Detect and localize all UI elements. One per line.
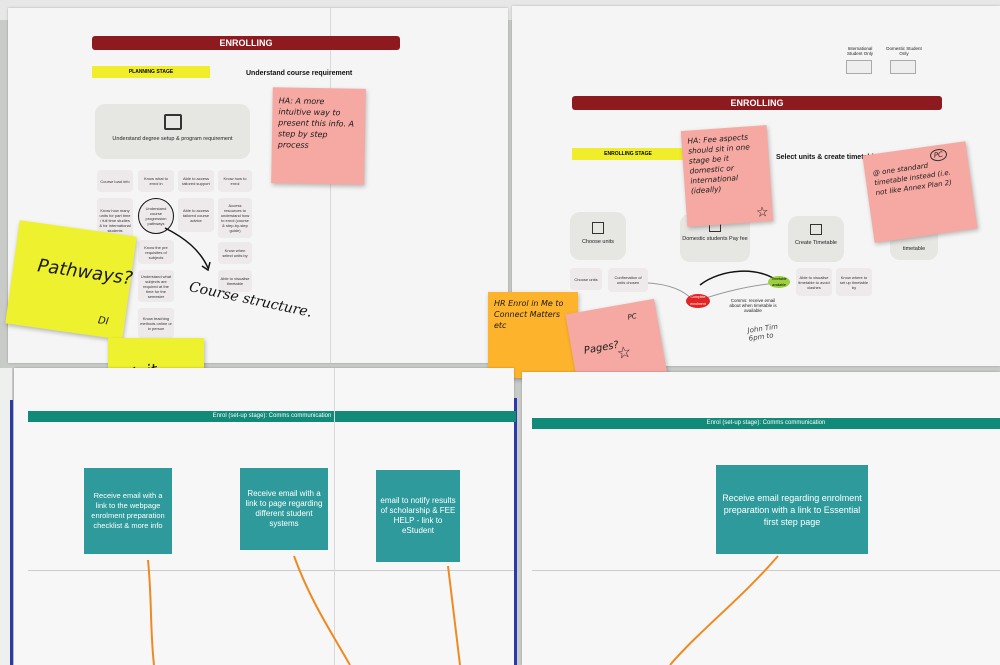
- left-comms-bar: Enrol (set-up stage): Comms communicatio…: [28, 411, 516, 422]
- comms-box-scholarship: email to notify results of scholarship &…: [376, 470, 460, 562]
- choose-units-card: Choose units: [570, 212, 626, 260]
- create-timetable-card: Create Timetable: [788, 216, 844, 262]
- card-tailored-support: Able to access tailored support: [178, 170, 214, 192]
- enrolling-stage-pill: ENROLLING STAGE: [572, 148, 684, 160]
- connect-matters-text: HR Enrol in Me to Connect Matters etc: [494, 299, 564, 330]
- card-access-resources: Access resources to understand how to en…: [218, 198, 252, 238]
- understand-course-requirement: Understand course requirement: [246, 70, 353, 77]
- card-course-load: Course load info: [97, 170, 133, 192]
- left-enrolling-header: ENROLLING: [92, 36, 400, 50]
- card-confirmation-units: Confirmation of units chosen: [608, 268, 648, 292]
- blue-marker-line-left: [10, 400, 13, 665]
- card-choose-units: Choose units: [570, 268, 602, 290]
- comms-receive-email-note: Comms: receive email about when timetabl…: [729, 298, 777, 313]
- bottom-seam: [334, 368, 335, 665]
- card-know-what-to-enrol: Know what to enrol in: [138, 170, 174, 192]
- comms-box-essential-first-step: Receive email regarding enrolment prepar…: [716, 465, 868, 554]
- choose-units-label: Choose units: [581, 239, 615, 245]
- planning-stage-pill: PLANNING STAGE: [92, 66, 210, 78]
- domestic-pay-fee-label: Domestic students Pay fee: [682, 236, 748, 242]
- degree-setup-label: Understand degree setup & program requir…: [112, 136, 233, 142]
- international-only-checkbox[interactable]: [846, 60, 872, 74]
- card-progression-pathways: Understand course progression pathways: [138, 198, 174, 234]
- card-know-how-to-enrol: Know how to enrol: [218, 170, 252, 192]
- degree-setup-card: Understand degree setup & program requir…: [95, 104, 250, 159]
- book-icon: [163, 114, 182, 130]
- complete-enrolment-bubble: Complete enrolment: [686, 294, 710, 308]
- left-divider: [28, 570, 514, 571]
- international-only-label: International Student Only: [846, 46, 873, 56]
- card-visualise-timetable: Able to visualise timetable: [218, 270, 252, 292]
- domestic-only-checkbox[interactable]: [890, 60, 916, 74]
- card-when-select-units: Know when select units by: [218, 242, 252, 264]
- card-teaching-methods: Know teaching methods online or in perso…: [138, 308, 174, 338]
- right-enrolling-header: ENROLLING: [572, 96, 942, 110]
- domestic-only-label: Domestic Student Only: [886, 46, 922, 56]
- card-prerequisites: Know the pre requisites of subjects: [138, 240, 174, 264]
- calendar-icon: [810, 224, 822, 235]
- left-edge-sheet: [0, 368, 12, 665]
- timetable-available-text: Timetable available: [771, 277, 787, 287]
- list-icon: [592, 222, 604, 234]
- comms-box-checklist: Receive email with a link to the webpage…: [84, 468, 172, 554]
- complete-enrolment-text: Complete enrolment: [690, 295, 706, 306]
- timetable-partial-label: timetable: [902, 246, 926, 252]
- blue-marker-line-center: [514, 398, 517, 665]
- card-where-set-up-timetable: Know where to set up timetable by: [836, 268, 872, 296]
- card-visualise-timetable-clashes: Able to visualise timetable to avoid cla…: [796, 268, 832, 296]
- sheet-seam: [330, 8, 331, 363]
- comms-box-student-systems: Receive email with a link to page regard…: [240, 468, 328, 550]
- timetable-available-bubble: Timetable available: [768, 276, 790, 288]
- select-units-create-timetable: Select units & create timetable: [776, 154, 878, 161]
- course-structure-arrow: [164, 227, 211, 272]
- card-tailored-advice: Able to access tailored course advice: [178, 198, 214, 232]
- right-comms-bar: Enrol (set-up stage): Comms communicatio…: [532, 418, 1000, 429]
- card-required-subjects: Understand what subjects are required at…: [138, 270, 174, 302]
- create-timetable-label: Create Timetable: [795, 240, 837, 246]
- orange-sticky-connect-matters: HR Enrol in Me to Connect Matters etc: [488, 292, 578, 378]
